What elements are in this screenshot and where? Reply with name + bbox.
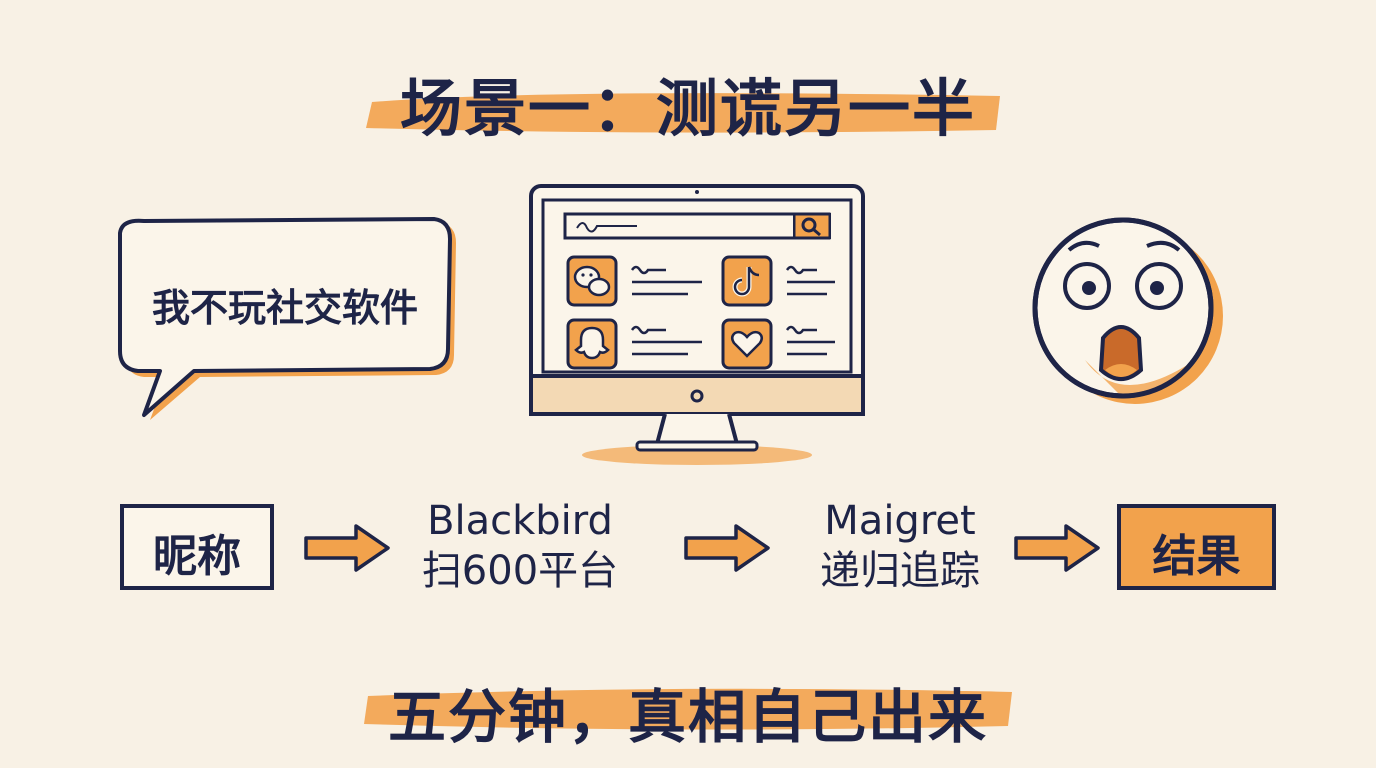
shocked-face: [1032, 217, 1223, 404]
result-box: [1117, 504, 1276, 590]
wechat-icon: [566, 255, 618, 307]
arrow-right-icon: [1014, 524, 1100, 572]
speech-bubble: [118, 217, 456, 420]
speech-bubble-text: 我不玩社交软件: [151, 286, 418, 330]
start-label: 昵称: [153, 531, 241, 582]
search-bar: [563, 212, 831, 240]
heart-icon: [721, 318, 773, 370]
tiktok-text-lines: [785, 265, 835, 296]
search-icon: [793, 213, 831, 239]
subtitle-highlight: [364, 688, 1012, 730]
step-maigret-line1: Maigret: [824, 498, 976, 544]
wechat-text-lines: [630, 265, 702, 296]
arrow-right-icon: [684, 524, 770, 572]
page-title: 场景一：测谎另一半: [399, 72, 976, 145]
step-blackbird-line2: 扫600平台: [421, 548, 619, 594]
snapchat-icon: [566, 318, 618, 370]
start-box: [120, 504, 274, 590]
step-blackbird-line1: Blackbird: [427, 498, 613, 544]
title-highlight: [366, 93, 1000, 133]
subtitle: 五分钟，真相自己出来: [387, 683, 988, 751]
heart-text-lines: [785, 325, 835, 356]
tiktok-icon: [721, 255, 773, 307]
arrow-right-icon: [304, 524, 390, 572]
step-blackbird: Blackbird 扫600平台: [400, 496, 640, 596]
step-maigret-line2: 递归追踪: [820, 548, 980, 594]
step-maigret: Maigret 递归追踪: [780, 496, 1020, 596]
result-label: 结果: [1152, 531, 1241, 582]
snapchat-text-lines: [630, 325, 702, 356]
